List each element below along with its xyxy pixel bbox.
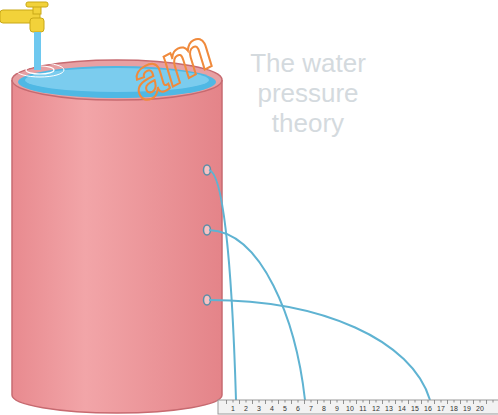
ruler-tick (415, 400, 416, 403)
ruler-number: 6 (291, 405, 305, 413)
ruler-number: 15 (408, 405, 422, 413)
ruler-number: 8 (317, 405, 331, 413)
water-jets (209, 170, 430, 400)
ruler-tick (369, 400, 370, 404)
ruler-tick (363, 400, 364, 403)
ruler-tick (291, 400, 292, 404)
ruler-tick (233, 400, 234, 403)
ruler-number: 10 (343, 405, 357, 413)
ruler-tick (493, 400, 494, 403)
ruler-number: 18 (447, 405, 461, 413)
ruler-tick (265, 400, 266, 404)
ruler-tick (311, 400, 312, 403)
ruler-tick (389, 400, 390, 403)
ruler-number: 9 (330, 405, 344, 413)
ruler-tick (486, 400, 487, 404)
ruler-tick (447, 400, 448, 404)
ruler-number: 16 (421, 405, 435, 413)
tap-stream (34, 32, 41, 70)
ruler-tick (441, 400, 442, 403)
ruler-tick (278, 400, 279, 404)
ruler-number: 14 (395, 405, 409, 413)
ruler-number: 11 (356, 405, 370, 413)
ruler-tick (382, 400, 383, 404)
ruler-number: 4 (265, 405, 279, 413)
ruler-tick (239, 400, 240, 404)
ruler-tick (272, 400, 273, 403)
ruler-tick (252, 400, 253, 404)
ruler-tick (454, 400, 455, 403)
ruler-tick (330, 400, 331, 404)
ruler-tick (376, 400, 377, 403)
ruler-tick (356, 400, 357, 404)
ruler-tick (408, 400, 409, 404)
ruler-tick (480, 400, 481, 403)
ruler-tick (259, 400, 260, 403)
ruler-number: 5 (278, 405, 292, 413)
ruler-number: 20 (473, 405, 487, 413)
ruler-tick (421, 400, 422, 404)
ruler-tick (246, 400, 247, 403)
ruler-tick (226, 400, 227, 404)
ruler-number: 7 (304, 405, 318, 413)
ruler-tick (395, 400, 396, 404)
ruler-tick (337, 400, 338, 403)
ruler-tick (428, 400, 429, 403)
ruler-tick (304, 400, 305, 404)
ruler-tick (460, 400, 461, 404)
watermark: The water pressure theory (228, 48, 388, 138)
tank-body (12, 80, 222, 395)
ruler-tick (298, 400, 299, 403)
ruler-tick (317, 400, 318, 404)
ruler-number: 12 (369, 405, 383, 413)
ruler-tick (402, 400, 403, 403)
ruler-number: 13 (382, 405, 396, 413)
ruler-tick (285, 400, 286, 403)
ruler-tick (473, 400, 474, 404)
ruler-tick (324, 400, 325, 403)
ruler-tick (343, 400, 344, 404)
ruler-tick (467, 400, 468, 403)
ruler-number: 3 (252, 405, 266, 413)
ruler-tick (350, 400, 351, 403)
ruler-number: 19 (460, 405, 474, 413)
tank-bottom (12, 377, 222, 413)
ruler-number: 2 (239, 405, 253, 413)
ruler-number: 17 (434, 405, 448, 413)
tap (0, 2, 48, 32)
ruler (218, 400, 498, 414)
ruler-tick (434, 400, 435, 404)
ruler-number: 1 (226, 405, 240, 413)
